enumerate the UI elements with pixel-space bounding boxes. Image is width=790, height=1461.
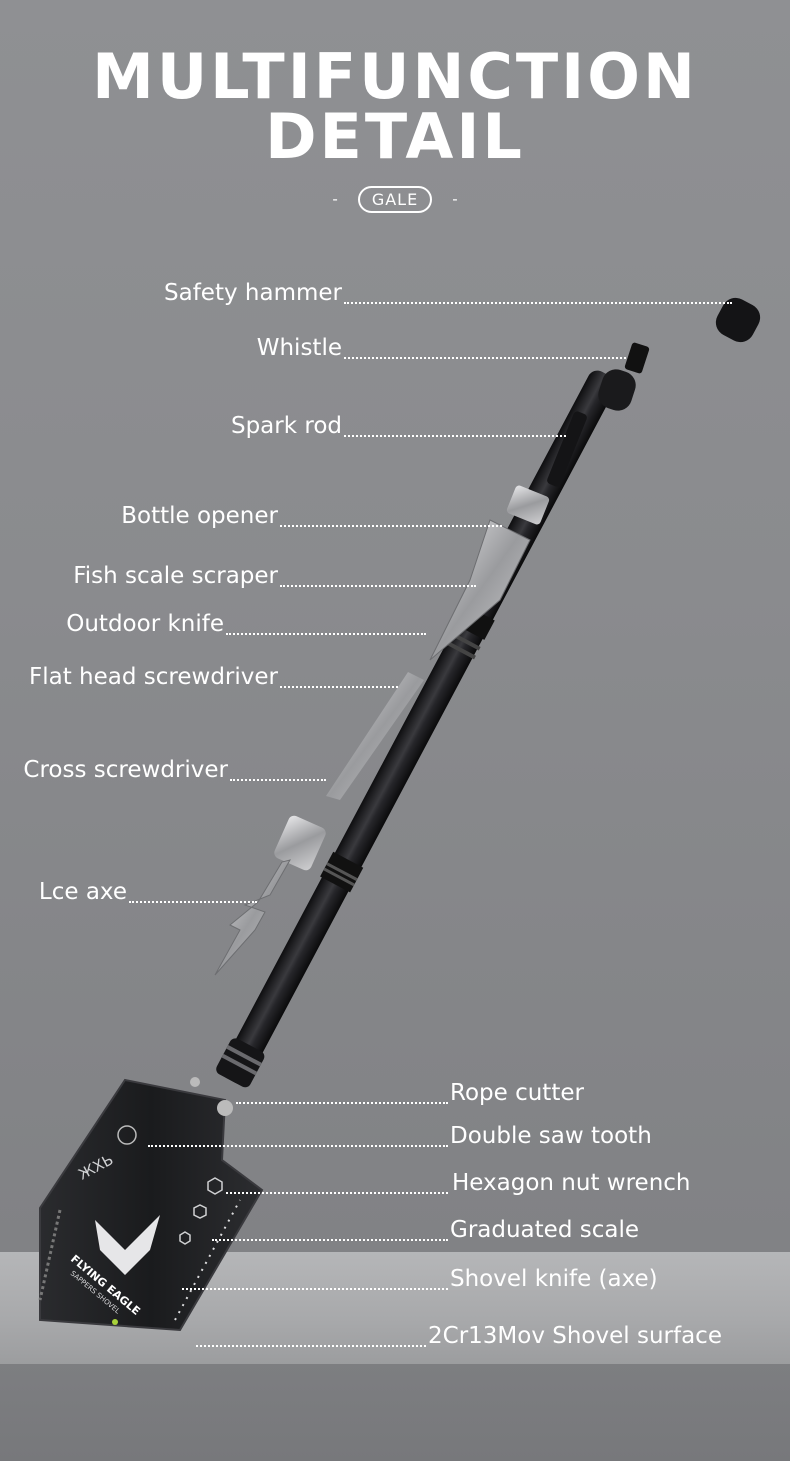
label-fish-scale-scraper: Fish scale scraper: [73, 563, 278, 589]
leader-spark-rod: [344, 435, 566, 437]
label-bottle-opener: Bottle opener: [121, 503, 278, 529]
brand-badge: GALE: [357, 185, 433, 213]
hammer-head: [715, 297, 761, 343]
leader-outdoor-knife: [226, 633, 426, 635]
leader-double-saw-tooth: [148, 1145, 448, 1147]
label-flat-head-screwdriver: Flat head screwdriver: [29, 664, 278, 690]
leader-graduated-scale: [212, 1239, 448, 1241]
brand-dash-left: -: [332, 190, 338, 208]
brand-dash-right: -: [452, 190, 458, 208]
leader-hexagon-nut-wrench: [226, 1192, 448, 1194]
screwdriver-part: [326, 672, 424, 800]
label-ice-axe: Lce axe: [38, 879, 127, 905]
floor-shadow: [0, 1364, 790, 1461]
leader-flat-head-screwdriver: [280, 686, 398, 688]
leader-rope-cutter: [236, 1102, 448, 1104]
brand-row: - GALE -: [0, 184, 790, 214]
label-shovel-surface: 2Cr13Mov Shovel surface: [428, 1323, 722, 1349]
leader-cross-screwdriver: [230, 779, 326, 781]
label-rope-cutter: Rope cutter: [450, 1080, 584, 1106]
knife-part: [429, 485, 550, 661]
leader-bottle-opener: [280, 525, 502, 527]
whistle-part: [598, 342, 650, 411]
label-hexagon-nut-wrench: Hexagon nut wrench: [452, 1170, 691, 1196]
title-line-1: MULTIFUNCTION: [92, 40, 698, 113]
leader-shovel-knife: [182, 1288, 448, 1290]
label-cross-screwdriver: Cross screwdriver: [23, 757, 228, 783]
label-graduated-scale: Graduated scale: [450, 1217, 639, 1243]
shovel-blade: [38, 1077, 264, 1332]
label-whistle: Whistle: [256, 335, 342, 361]
label-double-saw-tooth: Double saw tooth: [450, 1123, 652, 1149]
spark-rod-part: [547, 411, 587, 487]
label-outdoor-knife: Outdoor knife: [66, 611, 224, 637]
label-spark-rod: Spark rod: [230, 413, 342, 439]
label-shovel-knife: Shovel knife (axe): [450, 1266, 658, 1292]
title-line-2: DETAIL: [265, 100, 525, 173]
leader-fish-scale-scraper: [280, 585, 476, 587]
leader-ice-axe: [129, 901, 257, 903]
label-safety-hammer: Safety hammer: [164, 280, 342, 306]
leader-safety-hammer: [344, 302, 732, 304]
leader-shovel-surface: [196, 1345, 426, 1347]
leader-whistle: [344, 357, 626, 359]
